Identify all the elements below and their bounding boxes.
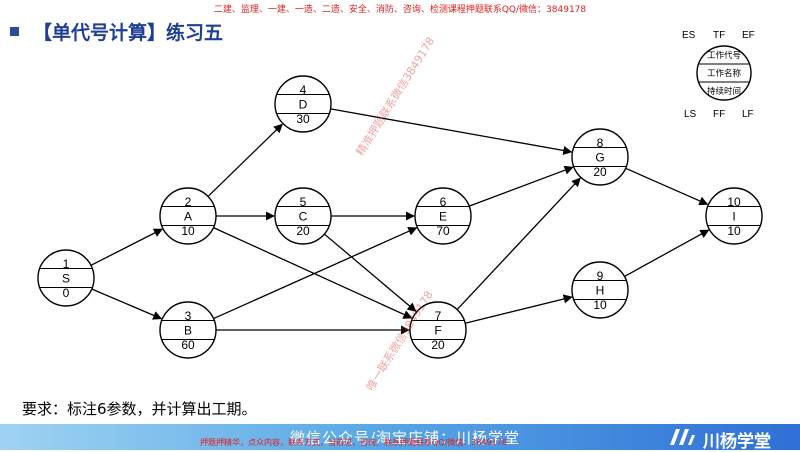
edge-3-6 bbox=[213, 227, 418, 320]
node-name: D bbox=[299, 98, 308, 112]
requirement-text: 要求：标注6参数，并计算出工期。 bbox=[22, 400, 257, 418]
legend-ls: LS bbox=[684, 109, 697, 120]
node-name: I bbox=[732, 210, 735, 224]
title-row: 【单代号计算】练习五 bbox=[10, 18, 223, 44]
node-duration: 60 bbox=[181, 338, 195, 352]
node-duration: 10 bbox=[593, 298, 607, 312]
page-title: 【单代号计算】练习五 bbox=[33, 21, 224, 44]
node-name: A bbox=[184, 210, 192, 224]
node-name: S bbox=[62, 272, 70, 286]
node-name: G bbox=[595, 151, 604, 165]
node-duration: 70 bbox=[436, 224, 450, 238]
legend-tf: TF bbox=[713, 30, 725, 41]
node-circle bbox=[159, 301, 217, 359]
node-duration: 10 bbox=[727, 224, 741, 238]
node-name: F bbox=[434, 324, 441, 338]
node-duration: 20 bbox=[431, 338, 445, 352]
node-circle bbox=[37, 249, 95, 307]
top-banner: 二建、监理、一建、一造、二造、安全、消防、咨询、检测课程押题联系QQ/微信：38… bbox=[213, 5, 587, 15]
edge-6-8 bbox=[468, 165, 574, 207]
node-name: B bbox=[184, 324, 192, 338]
node-name: C bbox=[299, 210, 308, 224]
brand-logo-icon bbox=[670, 429, 695, 445]
node-code: 4 bbox=[300, 83, 307, 97]
legend-ff: FF bbox=[713, 109, 725, 120]
brand-name: 川杨学堂 bbox=[703, 432, 771, 452]
node-name: H bbox=[596, 284, 605, 298]
node-code: 8 bbox=[597, 136, 604, 150]
node-code: 9 bbox=[597, 269, 604, 283]
footer-main-text: 微信公众号/淘宝店铺：川杨学堂 bbox=[290, 429, 521, 447]
edge-7-9 bbox=[465, 294, 573, 324]
footer-contact-text: 押题押精华，点众内容，联系方式，当前进，咨询，联系押题联系QQ/微信：38491… bbox=[200, 438, 507, 447]
node-code: 5 bbox=[300, 195, 307, 209]
legend-row-name: 工作名称 bbox=[707, 68, 742, 78]
node-duration: 30 bbox=[296, 112, 310, 126]
node-circle bbox=[414, 187, 472, 245]
edge-7-8 bbox=[456, 177, 581, 311]
edge-4-8 bbox=[330, 108, 573, 155]
legend-ef: EF bbox=[742, 30, 755, 41]
node-code: 3 bbox=[185, 309, 192, 323]
node-1: 1S0 bbox=[37, 249, 95, 307]
node-code: 6 bbox=[440, 195, 447, 209]
node-circle bbox=[409, 301, 467, 359]
node-name: E bbox=[439, 210, 447, 224]
node-circle bbox=[571, 128, 629, 186]
edge-1-3 bbox=[91, 288, 163, 320]
edge-1-2 bbox=[90, 228, 163, 266]
legend-es: ES bbox=[682, 30, 696, 41]
node-duration: 20 bbox=[296, 224, 310, 238]
node-circle bbox=[274, 75, 332, 133]
edge-8-10 bbox=[625, 167, 709, 206]
legend-node: 工作代号 工作名称 持续时间 ES TF EF LS FF LF bbox=[682, 30, 755, 120]
node-circle bbox=[571, 261, 629, 319]
legend-lf: LF bbox=[742, 109, 754, 120]
edge-5-7 bbox=[323, 233, 417, 312]
edge-9-10 bbox=[624, 229, 710, 278]
node-circle bbox=[705, 187, 763, 245]
node-duration: 20 bbox=[593, 165, 607, 179]
node-code: 2 bbox=[185, 195, 192, 209]
edge-2-7 bbox=[213, 227, 413, 319]
node-circle bbox=[274, 187, 332, 245]
node-code: 1 bbox=[63, 257, 70, 271]
node-duration: 10 bbox=[181, 224, 195, 238]
node-code: 7 bbox=[435, 309, 442, 323]
edges-layer bbox=[90, 108, 710, 335]
edge-2-4 bbox=[207, 123, 283, 197]
title-marker-icon bbox=[10, 26, 19, 36]
node-code: 10 bbox=[727, 195, 741, 209]
node-circle bbox=[159, 187, 217, 245]
node-duration: 0 bbox=[63, 286, 70, 300]
legend-row-duration: 持续时间 bbox=[707, 86, 741, 96]
footer-bar: 微信公众号/淘宝店铺：川杨学堂 押题押精华，点众内容，联系方式，当前进，咨询，联… bbox=[0, 424, 800, 452]
legend-row-code: 工作代号 bbox=[707, 50, 741, 60]
